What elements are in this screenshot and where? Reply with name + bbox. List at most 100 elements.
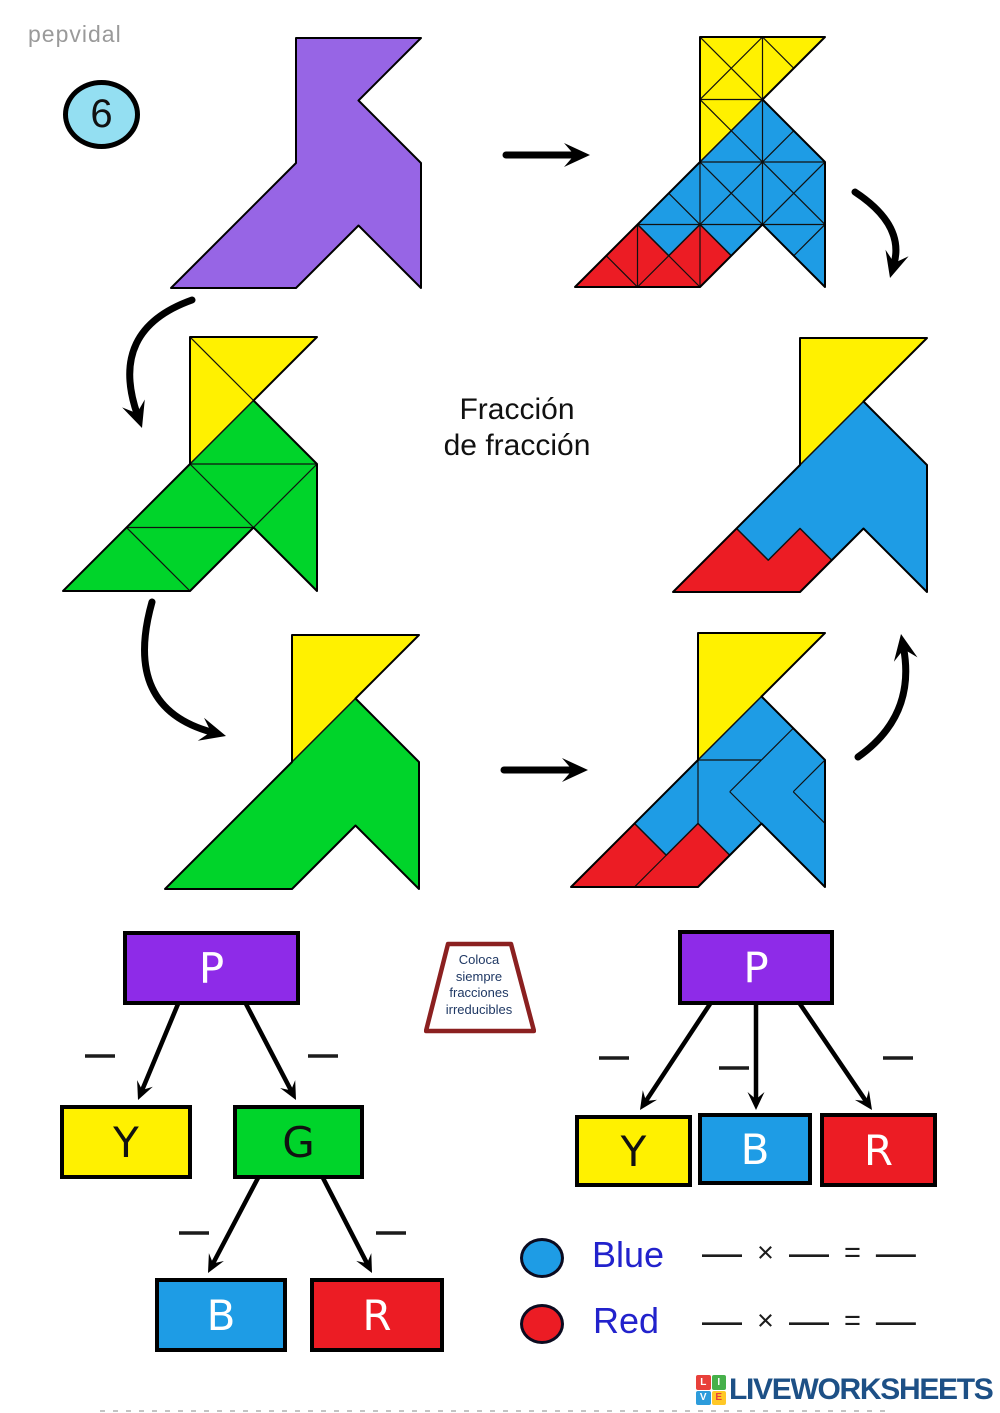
cropped-text-strip	[100, 1410, 890, 1412]
mesh-line	[792, 791, 825, 824]
tree-left-edge-0	[137, 1001, 181, 1100]
tree-left-edge-1	[243, 1001, 296, 1100]
figure-outline	[62, 336, 318, 592]
mesh-line	[189, 337, 254, 401]
tree-right-edge-2	[797, 1001, 872, 1110]
mesh-line	[761, 727, 794, 761]
equation-row-blue: — × — = —	[702, 1233, 916, 1273]
tree-node-right-b	[698, 1113, 812, 1185]
title-line-2: de fracción	[443, 429, 591, 462]
arrow-start-to-step2	[122, 296, 196, 428]
author-name: pepvidal	[28, 21, 122, 47]
liveworksheets-grid-icon: L I V E	[696, 1375, 726, 1405]
note-line: siempre	[455, 968, 503, 984]
tree-node-label-r: R	[864, 1126, 893, 1175]
note-line: Coloca	[458, 952, 500, 967]
figure-outline	[574, 36, 826, 288]
equals-sign: =	[843, 1305, 861, 1337]
tree-node-label-r: R	[362, 1291, 391, 1340]
tree-node-left-y	[60, 1105, 192, 1179]
tree-node-left-r	[310, 1278, 444, 1352]
worksheet-title: Fracción de fracción	[412, 392, 622, 464]
mesh-line	[792, 759, 825, 793]
mesh-line	[762, 37, 825, 287]
note-text: Coloca siempre fracciones irreducibles	[424, 952, 534, 1018]
tree-node-label-b: B	[207, 1291, 236, 1340]
tree-node-left-g	[233, 1105, 364, 1179]
note-line: irreducibles	[445, 1001, 513, 1017]
tree-left-edge-3	[320, 1175, 372, 1273]
logo-tile-v: V	[696, 1390, 711, 1405]
tree-node-label-y: Y	[112, 1118, 139, 1167]
logo-tile-e: E	[711, 1390, 726, 1405]
mesh-line	[637, 37, 825, 287]
figure-result-solid	[672, 337, 928, 593]
tree-node-left-p	[123, 931, 300, 1005]
logo-tile-l: L	[696, 1375, 711, 1390]
red-legend-circle-icon	[520, 1304, 564, 1344]
tree-left: P Y G B R	[60, 931, 444, 1352]
fraction-blank[interactable]: —	[875, 1231, 916, 1275]
mesh-line	[253, 463, 317, 528]
exercise-number: 6	[90, 92, 113, 136]
equation-row-red: — × — = —	[702, 1301, 916, 1341]
arrow-start-to-step1	[502, 143, 590, 167]
fraction-blank[interactable]: —	[702, 1299, 742, 1343]
tree-node-right-p	[678, 930, 834, 1005]
mesh-line	[729, 759, 762, 793]
legend-label-blue: Blue	[592, 1234, 665, 1275]
mesh-line	[575, 37, 638, 287]
figure-step3-yellow-green-solid	[164, 634, 420, 890]
blue-legend-circle-icon	[520, 1238, 564, 1278]
figure-start-purple	[170, 37, 422, 289]
mesh-line	[824, 37, 825, 287]
mesh-line	[824, 37, 825, 287]
trapezoid-outline-icon	[424, 941, 536, 1034]
multiply-sign: ×	[757, 1305, 774, 1337]
logo-wordmark: LIVEWORKSHEETS	[729, 1373, 994, 1406]
mesh-line	[189, 463, 254, 528]
fraction-blank[interactable]: —	[788, 1231, 829, 1275]
tree-node-label-p: P	[743, 944, 768, 993]
figure-outline	[672, 337, 928, 593]
mesh-line	[126, 527, 191, 591]
tree-node-label-p: P	[199, 944, 224, 993]
tree-right: P Y B R	[575, 930, 937, 1187]
tree-node-left-b	[155, 1278, 287, 1352]
fraction-blank[interactable]: —	[702, 1231, 742, 1275]
equals-sign: =	[843, 1237, 861, 1269]
mesh-line	[575, 37, 638, 287]
figure-outline	[570, 632, 826, 888]
figure-step4-tangram	[570, 632, 826, 888]
mesh-line	[699, 37, 825, 287]
figure-step2-yellow-green-mesh	[62, 336, 318, 592]
exercise-number-badge: 6	[63, 80, 140, 149]
irreducible-note: Coloca siempre fracciones irreducibles	[424, 941, 536, 1035]
arrow-step1-down	[851, 188, 909, 278]
multiply-sign: ×	[757, 1237, 774, 1269]
logo-tile-i: I	[711, 1375, 726, 1390]
tree-node-right-y	[575, 1115, 692, 1187]
tree-node-label-b: B	[741, 1125, 770, 1174]
fraction-blank[interactable]: —	[788, 1299, 829, 1343]
figure-outline	[164, 634, 420, 890]
title-line-1: Fracción	[459, 393, 575, 426]
legend-label-red: Red	[593, 1300, 660, 1341]
note-line: fracciones	[449, 985, 509, 1000]
arrow-step2-to-step3	[141, 598, 226, 741]
tree-right-edge-1	[747, 1001, 765, 1110]
tree-node-right-r	[820, 1113, 937, 1187]
tree-left-edge-2	[208, 1175, 261, 1273]
mesh-line	[729, 791, 762, 824]
tree-node-label-y: Y	[620, 1127, 647, 1176]
arrow-step4-to-result	[854, 634, 918, 761]
fraction-blank[interactable]: —	[875, 1299, 916, 1343]
mesh-line	[575, 37, 701, 287]
arrow-step3-to-step4	[500, 758, 588, 782]
tree-node-label-g: G	[282, 1118, 315, 1167]
tree-right-edge-0	[640, 1001, 713, 1110]
liveworksheets-logo: L I V E LIVEWORKSHEETS	[696, 1373, 994, 1407]
mesh-line	[634, 854, 667, 887]
